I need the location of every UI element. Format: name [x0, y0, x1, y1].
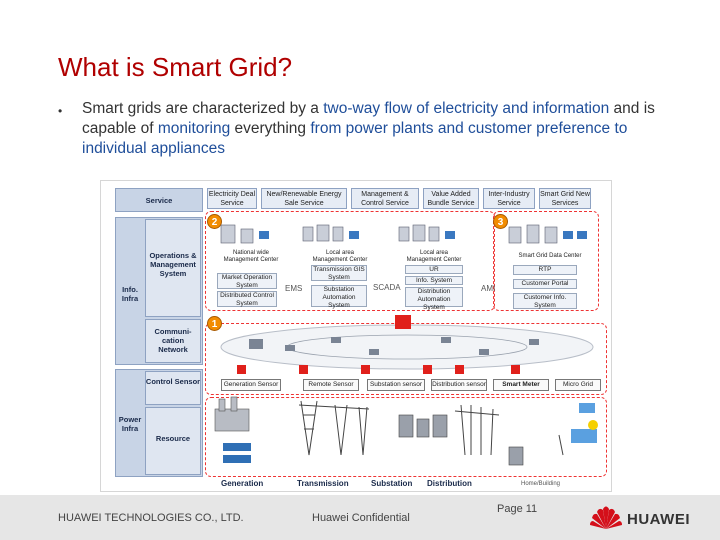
bullet-plain-text: everything	[230, 120, 311, 137]
market-operation-system: Market Operation System	[217, 273, 277, 289]
ops-layer	[145, 219, 201, 317]
bullet-plain-text: Smart grids are characterized by a	[82, 100, 324, 117]
substation-automation-system: Substation Automation System	[311, 285, 367, 309]
service-box: Smart Grid New Services	[539, 188, 591, 209]
data-center-label: Smart Grid Data Center	[518, 253, 582, 259]
badge-1: 1	[207, 316, 222, 331]
sensor-label: Distribution sensor	[431, 379, 487, 391]
ops-layer-label: Operations & Management System	[149, 251, 197, 278]
control-layer	[145, 371, 201, 405]
service-box: New/Renewable Energy Sale Service	[261, 188, 347, 209]
bullet-marker: •	[58, 104, 63, 118]
service-layer	[115, 188, 203, 212]
page-number: Page 11	[497, 503, 538, 515]
customer-portal-box: Customer Portal	[513, 279, 577, 289]
comm-layer	[145, 319, 201, 363]
sensor-node-icon	[455, 365, 464, 374]
control-layer-label: Control Sensor	[145, 377, 201, 386]
server-cluster-icon	[220, 224, 455, 244]
service-box: Inter-Industry Service	[483, 188, 535, 209]
scada-label: SCADA	[373, 283, 401, 292]
nationwide-center-label: National wide Management Center	[223, 250, 279, 263]
resource-layer	[145, 407, 201, 475]
service-box: Management & Control Service	[351, 188, 419, 209]
resource-label-substation: Substation	[371, 479, 413, 488]
power-region	[205, 397, 607, 477]
ur-box: UR	[405, 265, 463, 274]
sensor-label: Remote Sensor	[303, 379, 359, 391]
sensor-label: Substation sensor	[367, 379, 425, 391]
resource-label-distribution: Distribution	[427, 479, 472, 488]
footer-confidential: Huawei Confidential	[312, 512, 410, 524]
sensor-label: Micro Grid	[555, 379, 601, 391]
sensor-node-icon	[423, 365, 432, 374]
bullet-highlight-text: from power plants and customer preferenc…	[82, 120, 628, 157]
comm-layer-label: Communi-cation Network	[154, 327, 192, 354]
smart-grid-diagram: Service Operations & Management System I…	[100, 180, 612, 492]
info-system-box: Info. System	[405, 276, 463, 285]
huawei-petal-logo-icon	[590, 506, 622, 529]
resource-label-transmission: Transmission	[297, 479, 349, 488]
rtp-box: RTP	[513, 265, 577, 275]
footer-company: HUAWEI TECHNOLOGIES CO., LTD.	[58, 512, 244, 524]
sensor-node-icon	[361, 365, 370, 374]
sensor-node-icon	[237, 365, 246, 374]
resource-layer-label: Resource	[155, 434, 191, 443]
sensor-node-icon	[299, 365, 308, 374]
bullet-highlight-text: two-way flow of electricity and informat…	[323, 100, 610, 117]
power-infrastructure-icons	[214, 396, 598, 466]
ems-label: EMS	[285, 284, 303, 293]
bullet-highlight-text: monitoring	[157, 120, 231, 137]
data-center-servers-icon	[508, 224, 587, 244]
sensor-label: Smart Meter	[493, 379, 549, 391]
badge-2: 2	[207, 214, 222, 229]
slide-title: What is Smart Grid?	[58, 52, 293, 82]
ops-region-2	[205, 211, 495, 311]
communication-network-cloud-icon	[220, 315, 594, 370]
local-center-label-2: Local area Management Center	[406, 250, 462, 263]
info-infra-label: Info. Infra	[121, 285, 139, 303]
ops-region-3	[493, 211, 599, 311]
sensor-label: Generation Sensor	[221, 379, 281, 391]
transmission-gis-system: Transmission GIS System	[311, 265, 367, 281]
power-infra-label: Power Infra	[118, 415, 142, 433]
customer-info-system-box: Customer Info. System	[513, 293, 577, 309]
local-center-label: Local area Management Center	[312, 250, 368, 263]
service-box: Electricity Deal Service	[207, 188, 257, 209]
ami-label: AMI	[481, 284, 496, 293]
badge-3: 3	[493, 214, 508, 229]
home-building-label: Home/Building	[521, 481, 561, 487]
service-layer-label: Service	[145, 196, 173, 205]
service-box: Value Added Bundle Service	[423, 188, 479, 209]
sensor-node-icon	[511, 365, 520, 374]
bullet-plain-text: and is capable of	[82, 100, 655, 137]
bullet-text: Smart grids are characterized by a two-w…	[82, 99, 692, 159]
distributed-control-system: Distributed Control System	[217, 291, 277, 307]
resource-label-generation: Generation	[221, 479, 264, 488]
huawei-logo-text: HUAWEI	[627, 511, 690, 528]
distribution-automation-system: Distribution Automation System	[405, 287, 463, 311]
